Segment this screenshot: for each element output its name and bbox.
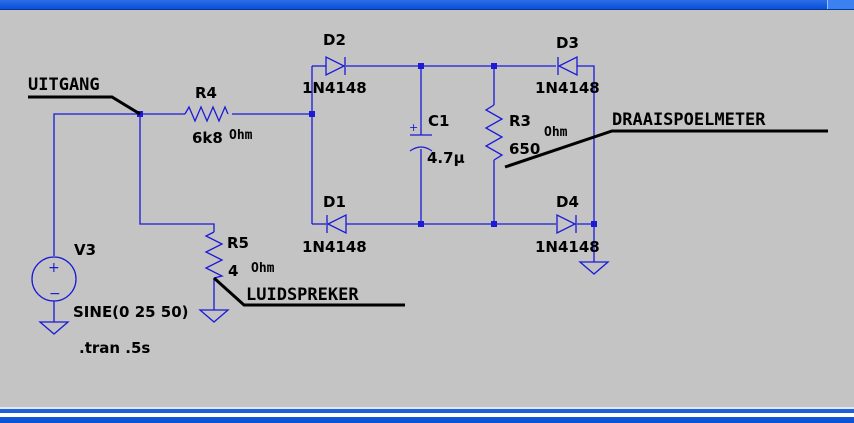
wire-r5-top bbox=[139, 114, 215, 232]
wire-v3-top bbox=[53, 113, 140, 256]
diode-d1[interactable] bbox=[326, 213, 347, 235]
resistor-r3-symbol bbox=[484, 104, 504, 161]
net-label-lines bbox=[28, 95, 828, 307]
r5-value: 4 bbox=[228, 262, 238, 280]
scrollbar-track[interactable] bbox=[0, 413, 854, 417]
diode-d2-triangle bbox=[325, 55, 346, 77]
window-titlebar bbox=[0, 0, 854, 10]
ground-symbols bbox=[38, 261, 610, 335]
spice-directive: .tran .5s bbox=[79, 339, 150, 357]
capacitor-plus-sign: + bbox=[409, 121, 418, 134]
schematic-svg[interactable]: + bbox=[4, 14, 854, 407]
junction-dot bbox=[491, 63, 497, 69]
titlebar-button[interactable] bbox=[827, 0, 854, 9]
d4-name: D4 bbox=[556, 193, 579, 211]
net-label-luidspreker: LUIDSPREKER bbox=[246, 285, 359, 305]
r3-unit: Ohm bbox=[544, 125, 568, 140]
luidspreker-underline bbox=[212, 276, 405, 307]
r5-unit: Ohm bbox=[251, 261, 275, 276]
d3-model: 1N4148 bbox=[535, 79, 600, 97]
voltage-source-v3[interactable]: + − bbox=[31, 256, 77, 302]
voltage-source-circle bbox=[31, 256, 77, 302]
c1-name: C1 bbox=[428, 112, 449, 130]
draaispoelmeter-underline bbox=[504, 129, 828, 169]
r4-value: 6k8 bbox=[192, 129, 223, 147]
junction-dot bbox=[309, 111, 315, 117]
d2-model: 1N4148 bbox=[302, 79, 367, 97]
resistor-r4[interactable] bbox=[184, 105, 229, 123]
wire-bridge-right bbox=[577, 65, 595, 224]
junction-dot bbox=[491, 221, 497, 227]
d1-model: 1N4148 bbox=[302, 238, 367, 256]
capacitor-c1[interactable]: + bbox=[409, 121, 433, 152]
c1-value: 4.7µ bbox=[427, 149, 465, 167]
ground-icon bbox=[38, 321, 70, 335]
net-label-draaispoelmeter: DRAAISPOELMETER bbox=[612, 110, 766, 130]
resistor-r4-symbol bbox=[184, 105, 229, 123]
junction-dot bbox=[591, 221, 597, 227]
resistor-r5-symbol bbox=[204, 231, 224, 279]
diode-d4-triangle bbox=[556, 213, 577, 235]
schematic-canvas[interactable]: + bbox=[4, 14, 854, 407]
d2-name: D2 bbox=[323, 31, 346, 49]
net-label-uitgang: UITGANG bbox=[28, 75, 100, 95]
junction-dot bbox=[418, 63, 424, 69]
r3-name: R3 bbox=[509, 112, 531, 130]
wires bbox=[53, 65, 595, 322]
d4-model: 1N4148 bbox=[535, 238, 600, 256]
v3-value: SINE(0 25 50) bbox=[73, 303, 189, 321]
capacitor-plate-bottom bbox=[409, 146, 433, 152]
diode-d3-triangle bbox=[557, 55, 578, 77]
r3-value: 650 bbox=[509, 140, 540, 158]
voltage-source-minus: − bbox=[49, 286, 61, 302]
uitgang-underline bbox=[28, 95, 141, 116]
voltage-source-plus: + bbox=[48, 260, 60, 276]
resistor-r5[interactable] bbox=[204, 231, 224, 279]
d3-name: D3 bbox=[556, 34, 579, 52]
diode-d1-triangle bbox=[326, 213, 347, 235]
diode-d3[interactable] bbox=[557, 55, 578, 77]
r5-name: R5 bbox=[227, 234, 249, 252]
junction-dot bbox=[418, 221, 424, 227]
ground-icon bbox=[578, 261, 610, 275]
d1-name: D1 bbox=[323, 193, 346, 211]
resistor-r3[interactable] bbox=[484, 104, 504, 161]
r4-unit: Ohm bbox=[229, 128, 253, 143]
diode-d4[interactable] bbox=[556, 213, 577, 235]
ground-icon bbox=[198, 309, 230, 323]
diode-d2[interactable] bbox=[325, 55, 346, 77]
window-bottom-border bbox=[0, 407, 854, 423]
v3-name: V3 bbox=[74, 241, 96, 259]
r4-name: R4 bbox=[195, 84, 217, 102]
